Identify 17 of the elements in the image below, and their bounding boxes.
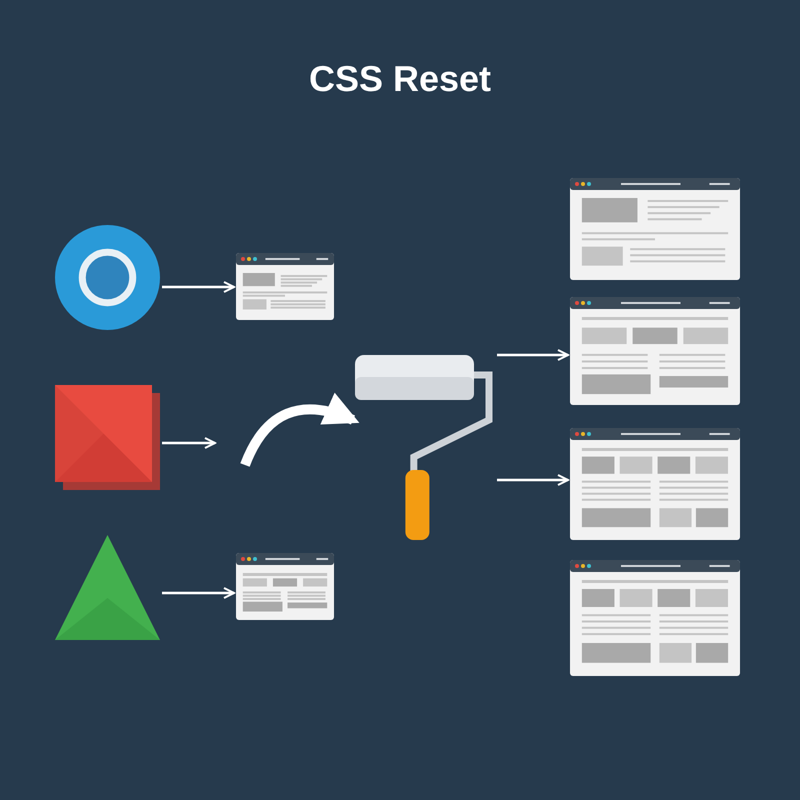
browser-window-drawing [236, 253, 334, 320]
browser-window-drawing [570, 178, 740, 280]
triangle-shape [55, 535, 160, 640]
browser-window-drawing [570, 428, 740, 540]
browser-window-drawing [570, 297, 740, 405]
arrow [162, 587, 235, 599]
circle-shape [55, 225, 160, 330]
arrow [162, 437, 216, 449]
square-shape [55, 385, 160, 490]
title: CSS Reset [308, 58, 492, 99]
arrow [497, 474, 569, 486]
browser-window-drawing [236, 553, 334, 620]
browser-window-drawing [570, 560, 740, 676]
curved-arrow [240, 393, 360, 467]
paint-roller-drawing [355, 355, 495, 540]
arrow [497, 349, 569, 361]
arrow [162, 281, 235, 293]
